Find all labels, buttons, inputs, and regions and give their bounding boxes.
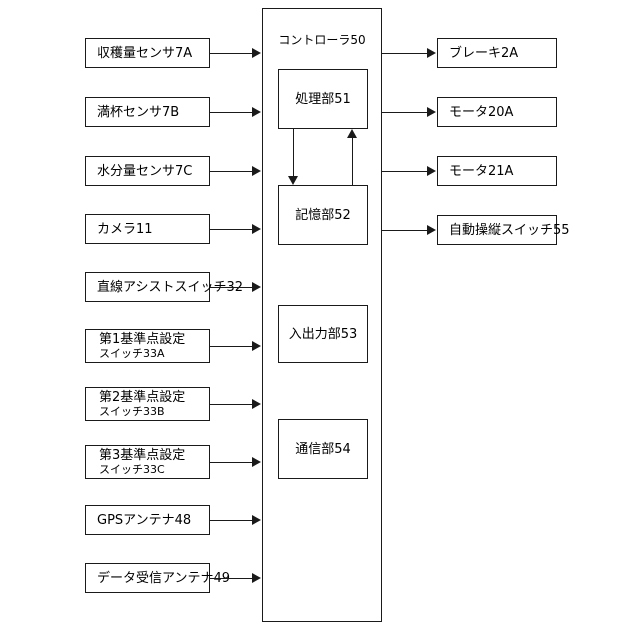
arrowhead-output-1 [427, 48, 436, 58]
output-box-motor-20a: モータ20A [437, 97, 557, 127]
input-box-data-receive-antenna: データ受信アンテナ49 [85, 563, 231, 593]
input-box-label: GPSアンテナ48 [97, 512, 192, 528]
input-box-camera: カメラ11 [85, 214, 210, 244]
input-box-reference-point-switch-1: 第1基準点設定 スイッチ33A [85, 329, 210, 363]
arrowhead-input-2 [252, 107, 261, 117]
controller-block-label: 記憶部52 [295, 207, 351, 223]
arrowhead-input-5 [252, 282, 261, 292]
arrowhead-input-4 [252, 224, 261, 234]
controller-block-label: 入出力部53 [288, 326, 358, 342]
connector-line-input-10 [210, 578, 254, 579]
output-box-brake: ブレーキ2A [437, 38, 557, 68]
arrowhead-storage-to-processing [347, 129, 357, 138]
output-box-autopilot-switch: 自動操縦スイッチ55 [437, 215, 570, 245]
connector-line-output-1 [382, 53, 429, 54]
input-box-label: データ受信アンテナ49 [97, 570, 231, 586]
arrowhead-input-6 [252, 341, 261, 351]
connector-line-processing-to-storage [293, 129, 294, 176]
connector-line-output-4 [382, 230, 429, 231]
input-box-moisture-sensor: 水分量センサ7C [85, 156, 210, 186]
connector-line-input-6 [210, 346, 254, 347]
arrowhead-input-10 [252, 573, 261, 583]
output-box-label: モータ20A [449, 104, 514, 120]
output-box-label: 自動操縦スイッチ55 [449, 222, 570, 238]
arrowhead-input-9 [252, 515, 261, 525]
output-box-motor-21a: モータ21A [437, 156, 557, 186]
input-box-sublabel: スイッチ33C [99, 463, 165, 476]
controller-title-label: コントローラ50 [278, 33, 366, 47]
connector-line-input-4 [210, 229, 254, 230]
input-box-reference-point-switch-3: 第3基準点設定 スイッチ33C [85, 445, 210, 479]
input-box-full-sensor: 満杯センサ7B [85, 97, 210, 127]
controller-block-label: 通信部54 [295, 441, 351, 457]
input-box-label: 直線アシストスイッチ32 [97, 279, 244, 295]
connector-line-output-3 [382, 171, 429, 172]
connector-line-input-1 [210, 53, 254, 54]
arrowhead-output-4 [427, 225, 436, 235]
input-box-label: 収穫量センサ7A [97, 45, 193, 61]
output-box-label: ブレーキ2A [449, 45, 519, 61]
input-box-gps-antenna: GPSアンテナ48 [85, 505, 210, 535]
input-box-label: 第2基準点設定 [99, 390, 186, 405]
input-box-label: カメラ11 [97, 221, 153, 237]
input-box-label: 第3基準点設定 [99, 448, 186, 463]
input-box-label: 第1基準点設定 [99, 332, 186, 347]
arrowhead-output-2 [427, 107, 436, 117]
arrowhead-input-8 [252, 457, 261, 467]
connector-line-input-3 [210, 171, 254, 172]
input-box-label: 水分量センサ7C [97, 163, 193, 179]
controller-block-processing-unit: 処理部51 [278, 69, 368, 129]
controller-block-communication-unit: 通信部54 [278, 419, 368, 479]
controller-block-io-unit: 入出力部53 [278, 305, 368, 363]
arrowhead-output-3 [427, 166, 436, 176]
input-box-sublabel: スイッチ33B [99, 405, 165, 418]
input-box-reference-point-switch-2: 第2基準点設定 スイッチ33B [85, 387, 210, 421]
input-box-label: 満杯センサ7B [97, 104, 180, 120]
input-box-harvest-sensor: 収穫量センサ7A [85, 38, 210, 68]
arrowhead-processing-to-storage [288, 176, 298, 185]
arrowhead-input-3 [252, 166, 261, 176]
connector-line-input-8 [210, 462, 254, 463]
input-box-sublabel: スイッチ33A [99, 347, 165, 360]
connector-line-output-2 [382, 112, 429, 113]
controller-block-storage-unit: 記憶部52 [278, 185, 368, 245]
connector-line-input-5 [210, 287, 254, 288]
output-box-label: モータ21A [449, 163, 514, 179]
connector-line-input-9 [210, 520, 254, 521]
controller-block-label: 処理部51 [295, 91, 351, 107]
input-box-straight-assist-switch: 直線アシストスイッチ32 [85, 272, 244, 302]
arrowhead-input-7 [252, 399, 261, 409]
connector-line-input-2 [210, 112, 254, 113]
arrowhead-input-1 [252, 48, 261, 58]
connector-line-input-7 [210, 404, 254, 405]
connector-line-storage-to-processing [352, 138, 353, 185]
